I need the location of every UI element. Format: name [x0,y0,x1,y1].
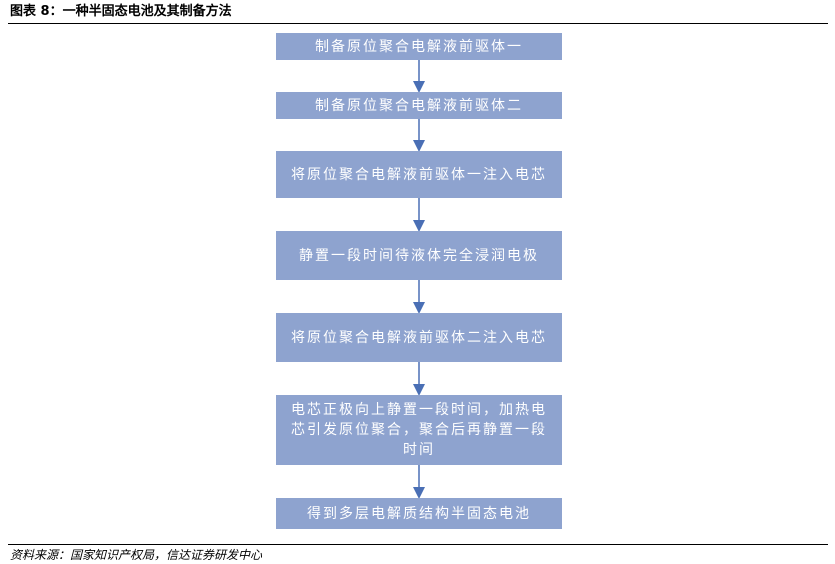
step-box-4: 静置一段时间待液体完全浸润电极 [276,231,562,280]
step-box-7: 得到多层电解质结构半固态电池 [276,498,562,529]
step-box-5: 将原位聚合电解液前驱体二注入电芯 [276,313,562,362]
top-rule [8,23,828,24]
step-box-2: 制备原位聚合电解液前驱体二 [276,92,562,119]
step-box-3: 将原位聚合电解液前驱体一注入电芯 [276,151,562,198]
figure-title: 图表 8：一种半固态电池及其制备方法 [10,4,232,19]
step-box-1: 制备原位聚合电解液前驱体一 [276,33,562,60]
step-box-6: 电芯正极向上静置一段时间，加热电芯引发原位聚合，聚合后再静置一段时间 [276,395,562,465]
bottom-rule [8,544,828,545]
source-note: 资料来源：国家知识产权局，信达证券研发中心 [10,548,263,562]
